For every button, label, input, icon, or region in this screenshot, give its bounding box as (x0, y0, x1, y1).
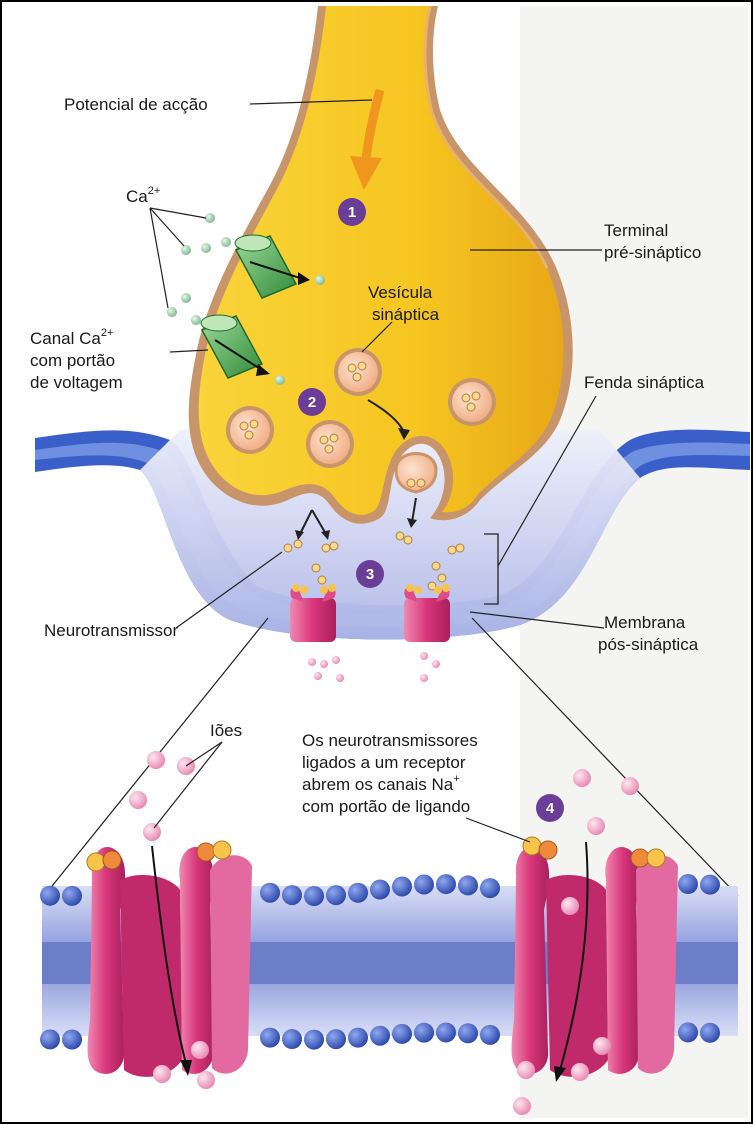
lipid-head (458, 1023, 478, 1043)
lipid-head (678, 874, 698, 894)
lipid-head (40, 886, 60, 906)
lipid-head (282, 1029, 302, 1049)
label-synaptic-cleft: Fenda sináptica (584, 373, 705, 392)
lipid-head (392, 876, 412, 896)
lipid-head (282, 885, 302, 905)
lipid-head (414, 874, 434, 894)
lipid-head (436, 874, 456, 894)
label-receptor-line3: abrem os canais Na+ (302, 773, 460, 794)
lipid-head (678, 1022, 698, 1042)
lipid-head (700, 875, 720, 895)
step-badge-1: 1 (338, 198, 366, 226)
step-badge-3: 3 (356, 560, 384, 588)
svg-text:3: 3 (366, 566, 374, 583)
step-badge-2: 2 (298, 388, 326, 416)
lipid-head (260, 883, 280, 903)
lipid-head (326, 885, 346, 905)
lipid-head (370, 880, 390, 900)
label-neurotransmitter: Neurotransmissor (44, 621, 178, 640)
label-presynaptic-line2: pré-sináptico (604, 243, 701, 262)
step-badge-4: 4 (536, 794, 564, 822)
lipid-head (62, 1030, 82, 1050)
label-receptor-line4: com portão de ligando (302, 797, 470, 816)
svg-text:4: 4 (546, 800, 555, 817)
lipid-head (326, 1029, 346, 1049)
lipid-head (392, 1024, 412, 1044)
lipid-head (260, 1028, 280, 1048)
label-ions: Iões (210, 721, 242, 740)
label-channel-line3: de voltagem (30, 373, 123, 392)
label-channel-line2: com portão (30, 351, 115, 370)
label-receptor-line2: ligados a um receptor (302, 753, 466, 772)
lipid-head (480, 1025, 500, 1045)
lipid-head (458, 875, 478, 895)
lipid-head (700, 1023, 720, 1043)
lipid-head (414, 1023, 434, 1043)
label-receptor-line1: Os neurotransmissores (302, 731, 478, 750)
lipid-head (348, 1028, 368, 1048)
ligand-gated-channel-left (88, 847, 253, 1077)
lipid-head (304, 886, 324, 906)
label-postsynaptic-line2: pós-sináptica (598, 635, 699, 654)
lipid-head (480, 878, 500, 898)
label-vesicle-line2: sináptica (372, 305, 440, 324)
lipid-head (40, 1029, 60, 1049)
svg-text:2: 2 (308, 394, 316, 411)
label-action-potential: Potencial de acção (64, 95, 208, 114)
lipid-head (370, 1026, 390, 1046)
lipid-head (304, 1030, 324, 1050)
lipid-head (348, 883, 368, 903)
label-postsynaptic-line1: Membrana (604, 613, 686, 632)
label-vesicle-line1: Vesícula (368, 283, 433, 302)
lipid-head (62, 886, 82, 906)
label-presynaptic-line1: Terminal (604, 221, 668, 240)
lipid-head (436, 1022, 456, 1042)
svg-text:1: 1 (348, 204, 356, 221)
